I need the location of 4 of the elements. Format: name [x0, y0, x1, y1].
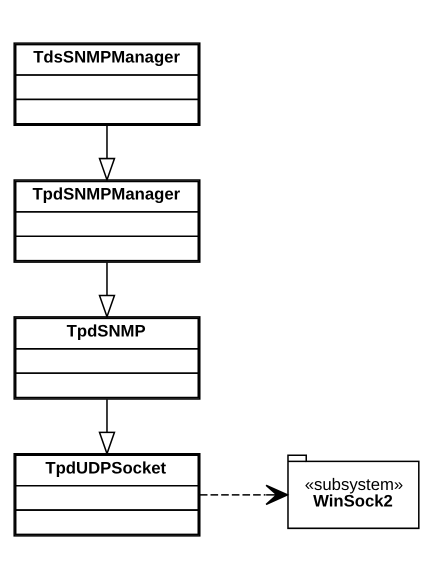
arrow	[98, 400, 116, 456]
arrow	[98, 126, 116, 182]
arrow	[200, 484, 288, 506]
arrow	[98, 262, 116, 320]
